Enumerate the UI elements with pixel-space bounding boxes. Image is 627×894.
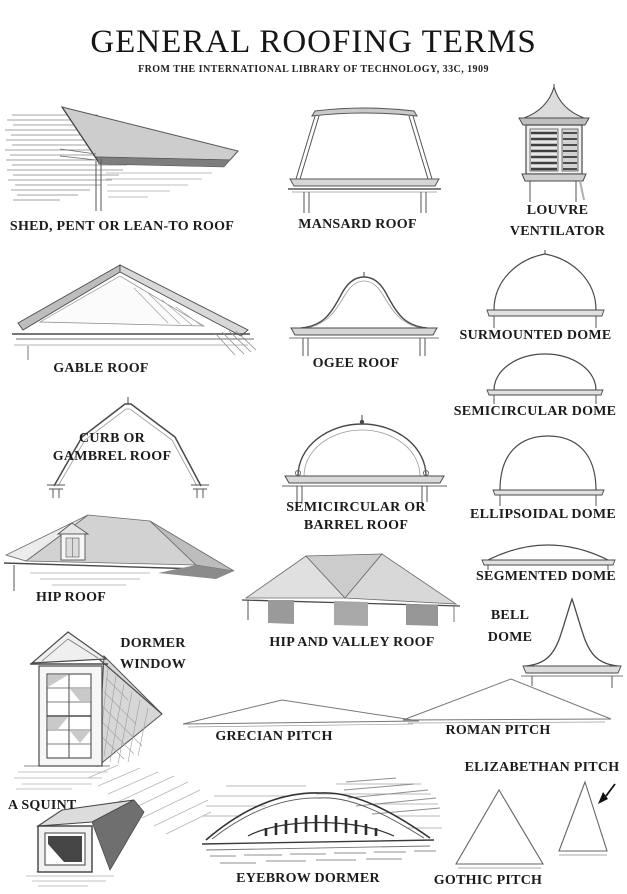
elizabethan-pitch-label: ELIZABETHAN PITCH <box>464 760 620 775</box>
eyebrow-dormer-illustration <box>196 776 444 868</box>
grecian-pitch-illustration <box>180 694 422 730</box>
gable-roof-illustration <box>8 260 258 360</box>
surmounted-dome-illustration <box>478 250 613 328</box>
squint-label: A SQUINT <box>8 798 77 813</box>
semicircular-dome-label: SEMICIRCULAR DOME <box>453 404 617 419</box>
dormer-window-label: DORMER WINDOW <box>119 636 187 672</box>
roman-pitch-illustration <box>398 675 616 725</box>
squint-illustration <box>18 760 213 888</box>
grecian-pitch-label: GRECIAN PITCH <box>215 729 333 744</box>
mansard-roof-illustration <box>282 95 447 213</box>
gothic-pitch-illustration <box>448 786 548 870</box>
arrow-down-left-icon <box>596 782 618 806</box>
segmented-dome-illustration <box>476 536 621 570</box>
hip-and-valley-roof-label: HIP AND VALLEY ROOF <box>269 635 435 650</box>
shed-roof-label: SHED, PENT OR LEAN-TO ROOF <box>9 219 235 234</box>
gothic-pitch-label: GOTHIC PITCH <box>433 873 543 888</box>
surmounted-dome-label: SURMOUNTED DOME <box>459 328 612 343</box>
hip-roof-label: HIP ROOF <box>35 590 107 605</box>
barrel-roof-label: SEMICIRCULAR OR BARREL ROOF <box>286 500 426 534</box>
semicircular-dome-illustration <box>480 350 610 404</box>
roman-pitch-label: ROMAN PITCH <box>445 723 551 738</box>
elizabethan-pitch-illustration <box>553 779 613 859</box>
gambrel-roof-illustration <box>28 392 233 500</box>
gable-roof-label: GABLE ROOF <box>53 361 149 376</box>
page-title: GENERAL ROOFING TERMS <box>90 24 537 60</box>
ellipsoidal-dome-label: ELLIPSOIDAL DOME <box>470 507 616 522</box>
shed-roof-illustration <box>2 93 245 221</box>
segmented-dome-label: SEGMENTED DOME <box>475 569 616 584</box>
louvre-ventilator-illustration <box>502 84 607 202</box>
ellipsoidal-dome-illustration <box>486 432 611 506</box>
mansard-roof-label: MANSARD ROOF <box>298 217 417 232</box>
dormer-window-illustration <box>12 626 167 791</box>
ogee-roof-illustration <box>285 262 443 356</box>
gambrel-roof-label: CURB OR GAMBREL ROOF <box>52 431 172 465</box>
page-subtitle: FROM THE INTERNATIONAL LIBRARY OF TECHNO… <box>138 64 489 75</box>
eyebrow-dormer-label: EYEBROW DORMER <box>236 871 380 886</box>
ogee-roof-label: OGEE ROOF <box>312 356 400 371</box>
hip-and-valley-roof-illustration <box>238 548 463 628</box>
hip-roof-illustration <box>0 503 238 591</box>
louvre-ventilator-label: LOUVRE VENTILATOR <box>509 203 606 239</box>
bell-dome-label: BELL DOME <box>487 608 533 646</box>
bell-dome-illustration <box>518 596 626 688</box>
barrel-roof-illustration <box>272 412 460 502</box>
